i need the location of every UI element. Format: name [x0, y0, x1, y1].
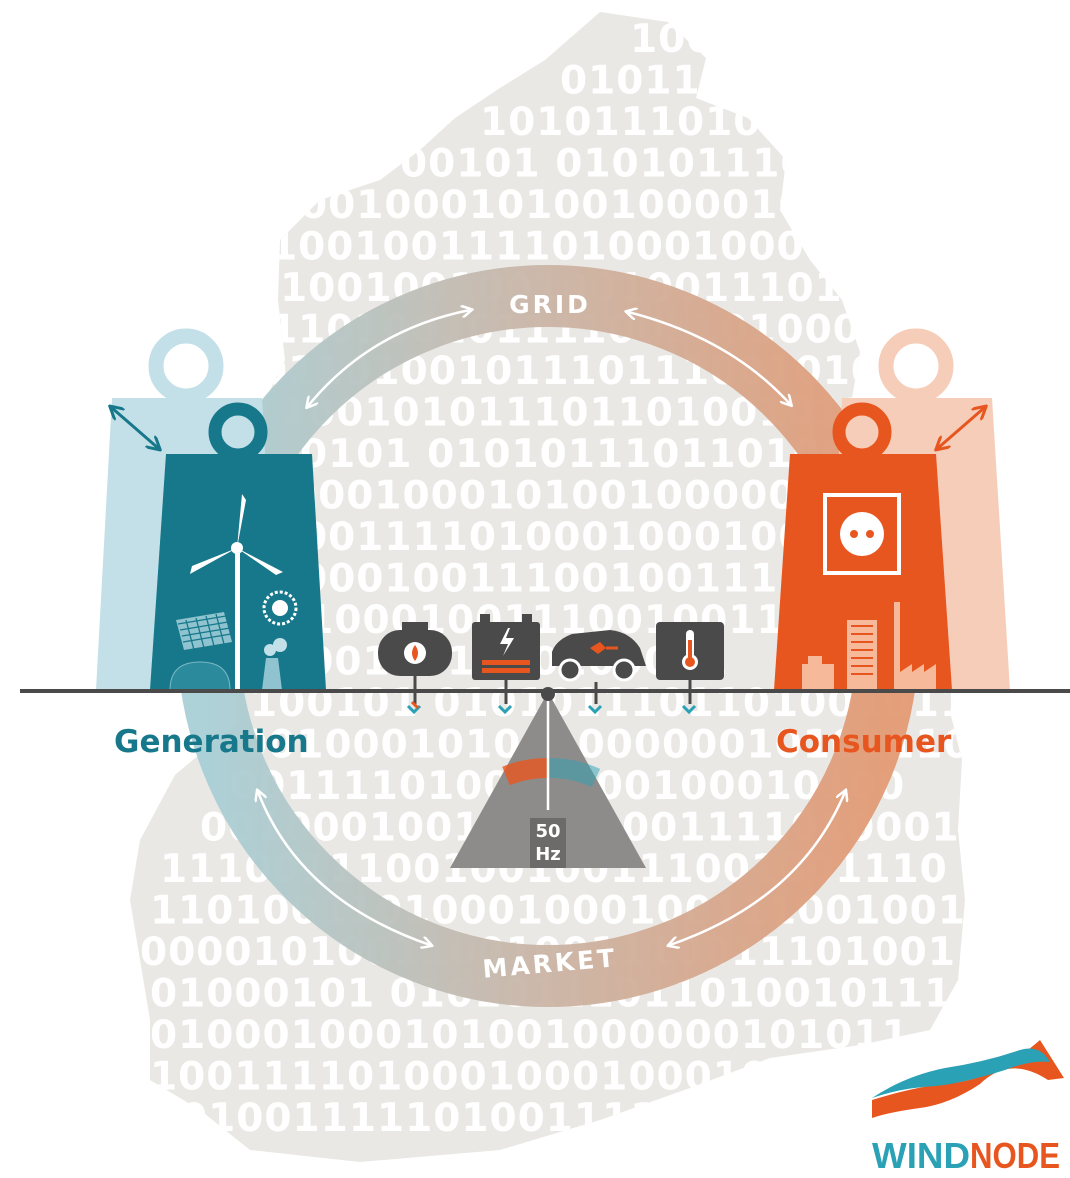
binary-row: 11010011010001000100111001001	[150, 889, 966, 934]
grid-label: GRID	[509, 290, 591, 319]
ring-arrow-bottom-left	[258, 792, 430, 945]
consumer-label: Consumer	[776, 724, 952, 760]
thermometer-icon	[656, 622, 724, 715]
logo-wave-blue	[872, 1048, 1050, 1098]
flexibility-devices	[378, 614, 724, 715]
binary-row: 1001001111010001000101001	[270, 225, 973, 270]
ring-arrow-top-right	[628, 312, 790, 404]
binary-row: 01011101100101	[560, 59, 954, 104]
frequency-meter: 50 Hz	[450, 687, 646, 868]
logo-text-wind: WIND	[872, 1135, 970, 1176]
binary-row: 00101 0101011101101	[400, 142, 921, 187]
logo-text-node: NODE	[970, 1135, 1060, 1176]
resize-arrow-right	[938, 408, 984, 448]
binary-row: 10011110100010001000101	[150, 1055, 797, 1100]
generation-weight	[96, 328, 326, 691]
binary-row: 101011101001	[480, 100, 818, 145]
consumer-weight	[774, 328, 1010, 690]
biomass-icon	[262, 590, 298, 626]
binary-row: 000100010100100000010	[290, 474, 881, 519]
battery-icon	[472, 614, 540, 715]
logo-text: WINDNODE	[872, 1135, 1060, 1176]
power-socket-icon	[823, 493, 901, 575]
ring-arrow-bottom-right	[670, 792, 845, 945]
windnode-logo: WINDNODE	[872, 1040, 1064, 1176]
binary-row: 0101 0101011101101001	[300, 432, 877, 477]
frequency-value: 50	[535, 821, 560, 842]
generation-label: Generation	[114, 724, 309, 760]
power-plant-icon	[169, 638, 287, 691]
building-icon	[802, 620, 877, 690]
solar-panel-icon	[176, 612, 232, 651]
binary-row: 010011111010011110	[180, 1096, 686, 1141]
binary-row: 0010001010010000100	[300, 183, 835, 228]
resize-arrow-left	[112, 408, 158, 448]
meter-pivot	[541, 687, 555, 701]
meter-dial-orange	[502, 757, 549, 786]
factory-icon	[894, 602, 936, 690]
binary-row: 0010001001110010011101	[250, 598, 869, 643]
heat-storage-tank-icon	[378, 622, 452, 715]
ring-arrow-top-left	[308, 310, 470, 406]
wind-turbine-icon	[190, 494, 283, 690]
meter-dial-teal	[547, 758, 601, 788]
binary-row: 10010100100111	[630, 17, 1024, 62]
binary-row: 010001000101001000000101011	[150, 1013, 910, 1058]
electric-car-icon	[552, 630, 646, 715]
frequency-unit: Hz	[535, 844, 561, 865]
